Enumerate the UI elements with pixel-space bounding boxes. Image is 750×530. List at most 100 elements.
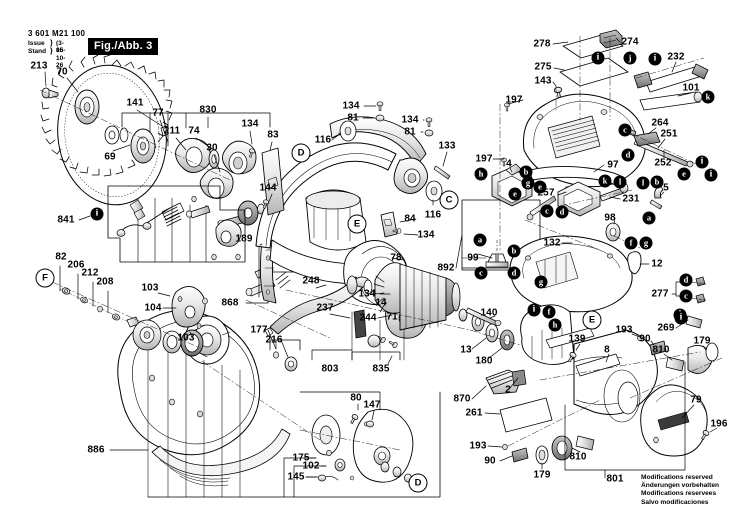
part-label-231: 231 <box>622 193 640 205</box>
variant-marker-l: l <box>636 176 650 190</box>
part-label-74: 74 <box>188 125 200 137</box>
footer-line-es: Salvo modificaciones <box>641 498 709 506</box>
part-label-213: 213 <box>30 60 48 72</box>
part-label-98: 98 <box>604 212 616 224</box>
variant-marker-j: j <box>623 51 637 65</box>
variant-marker-d: d <box>621 148 635 162</box>
part-label-232: 232 <box>667 51 685 63</box>
cover-103-104 <box>171 286 208 329</box>
part-label-841: 841 <box>57 214 75 226</box>
knob-98 <box>605 222 621 242</box>
box-841 <box>107 185 246 263</box>
part-label-269: 269 <box>657 322 675 334</box>
part-label-97: 97 <box>607 159 619 171</box>
part-label-116: 116 <box>314 134 332 146</box>
issue-label: Issue <box>28 40 45 47</box>
part-label-264: 264 <box>651 117 669 129</box>
part-label-82: 82 <box>55 251 67 263</box>
section-marker-E: E <box>582 310 602 330</box>
part-label-71: 71 <box>386 311 398 323</box>
variant-marker-g: g <box>521 176 535 190</box>
part-label-70: 70 <box>56 66 68 78</box>
part-label-248: 248 <box>302 275 320 287</box>
part-label-134: 134 <box>342 100 360 112</box>
part-label-251: 251 <box>660 128 678 140</box>
clip-12 <box>627 251 642 275</box>
base-plate-lower <box>509 235 633 313</box>
part-label-179: 179 <box>693 335 711 347</box>
part-label-143: 143 <box>534 75 552 87</box>
part-label-277: 277 <box>651 288 669 300</box>
part-label-252: 252 <box>654 157 672 169</box>
part-label-886: 886 <box>87 444 105 456</box>
lever-5 <box>649 185 664 210</box>
variant-marker-i: i <box>527 303 541 317</box>
variant-marker-e: e <box>508 187 522 201</box>
part-label-134: 134 <box>417 229 435 241</box>
fasteners-177-216 <box>269 339 301 372</box>
part-label-216: 216 <box>265 334 283 346</box>
footer-line-fr: Modifications reservees <box>641 490 717 498</box>
part-label-30: 30 <box>206 142 218 154</box>
gear-assembly <box>175 138 257 199</box>
part-label-193: 193 <box>469 440 487 452</box>
part-label-80: 80 <box>350 392 362 404</box>
spring-237 <box>353 309 367 339</box>
part-label-177: 177 <box>250 324 268 336</box>
part-label-193: 193 <box>615 324 633 336</box>
variant-marker-c: c <box>679 289 693 303</box>
part-label-197: 197 <box>475 153 493 165</box>
part-label-101: 101 <box>682 82 700 94</box>
variant-marker-f: f <box>542 305 556 319</box>
inner-flange-69 <box>119 127 156 164</box>
part-label-197: 197 <box>505 94 523 106</box>
part-label-104: 104 <box>144 302 162 314</box>
box-892 <box>461 199 541 271</box>
part-label-208: 208 <box>96 276 114 288</box>
part-label-189: 189 <box>235 233 253 245</box>
blade-guard-886 <box>117 310 291 487</box>
section-marker-F: F <box>35 268 55 288</box>
part-label-134: 134 <box>401 114 419 126</box>
variant-marker-e: e <box>533 180 547 194</box>
section-marker-D: D <box>408 473 428 493</box>
variant-marker-f: f <box>624 236 638 250</box>
part-label-147: 147 <box>363 399 381 411</box>
part-label-83: 83 <box>267 129 279 141</box>
cord-232 <box>633 63 709 93</box>
variant-marker-d: d <box>555 205 569 219</box>
part-label-870: 870 <box>453 393 471 405</box>
part-label-14: 14 <box>375 297 387 309</box>
issue-stand-block: Issue Stand }} (3-05 16-10-26 <box>28 40 65 70</box>
variant-marker-i: i <box>674 311 688 325</box>
part-label-810: 810 <box>652 344 670 356</box>
part-label-196: 196 <box>710 418 728 430</box>
motor-housing-801 <box>485 304 719 465</box>
variant-marker-d: d <box>679 273 693 287</box>
variant-marker-a: a <box>473 233 487 247</box>
variant-marker-d: d <box>507 266 521 280</box>
bracket-84 <box>380 211 402 238</box>
part-label-835: 835 <box>372 363 390 375</box>
part-label-12: 12 <box>651 258 663 270</box>
part-label-134: 134 <box>241 118 259 130</box>
base-housing-top <box>500 29 646 189</box>
variant-marker-i: i <box>704 168 718 182</box>
variant-marker-g: g <box>534 275 548 289</box>
part-label-132: 132 <box>543 237 561 249</box>
stand-label: Stand <box>28 47 47 55</box>
part-label-211: 211 <box>163 125 181 137</box>
part-label-69: 69 <box>104 151 116 163</box>
footer-notice: Modifications reserved Änderungen vorbeh… <box>641 474 719 507</box>
figure-badge: Fig./Abb. 3 <box>88 38 159 55</box>
part-label-261: 261 <box>465 407 483 419</box>
part-label-803: 803 <box>321 363 339 375</box>
variant-marker-i: i <box>648 52 662 66</box>
variant-marker-c: c <box>474 266 488 280</box>
part-label-5: 5 <box>663 182 669 194</box>
footer-line-en: Modifications reserved <box>641 474 713 481</box>
variant-marker-a: a <box>642 211 656 225</box>
part-label-275: 275 <box>534 61 552 73</box>
